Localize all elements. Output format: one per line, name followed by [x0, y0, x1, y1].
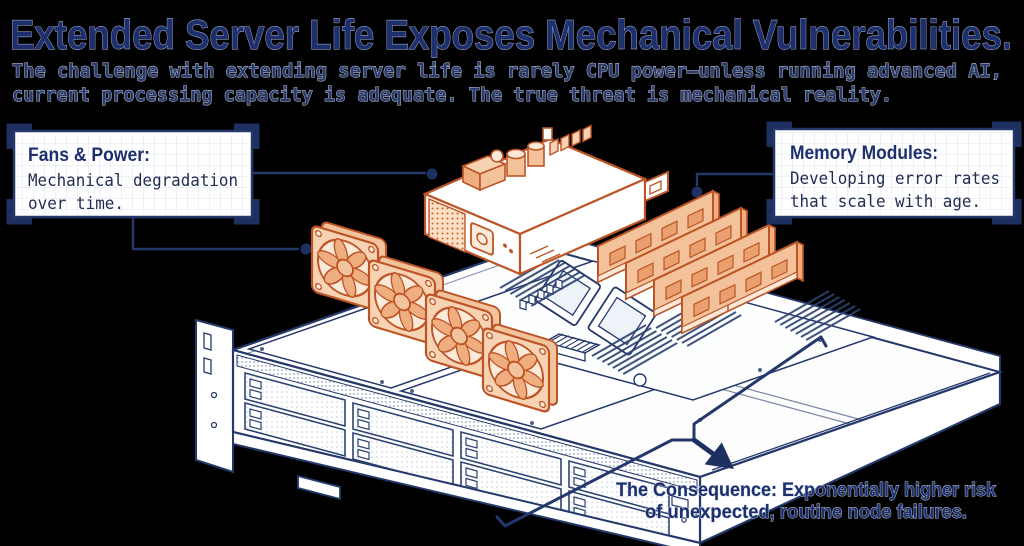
drive-bays	[244, 371, 670, 546]
corner-brackets	[6, 123, 260, 225]
psu-coil	[490, 149, 504, 163]
headline: Extended Server Life Exposes Mechanical …	[10, 11, 1012, 58]
psu-terminal-blocks	[549, 124, 592, 157]
callout-memory: Memory Modules: Developing error rates t…	[766, 121, 1022, 225]
callout-fans-title: Fans & Power:	[28, 145, 150, 166]
vrm-modules	[519, 278, 563, 311]
psu-power-socket	[470, 222, 513, 256]
psu-flange	[644, 170, 669, 203]
connector-dot-power	[426, 168, 438, 180]
motherboard	[410, 255, 876, 422]
callout-fans-body2: over time.	[28, 194, 124, 214]
subheadline-line2: current processing capacity is adequate.…	[12, 84, 892, 106]
callout-memory-title: Memory Modules:	[790, 143, 938, 164]
psu-transformer	[460, 155, 508, 192]
cmos-battery	[633, 373, 647, 387]
connector-dot-fans	[300, 243, 312, 255]
consequence-line1: The Consequence: Exponentially higher ri…	[616, 480, 996, 501]
subheadline-line1: The challenge with extending server life…	[12, 60, 1002, 82]
power-supply-highlight	[422, 124, 669, 276]
rack-ear	[195, 318, 234, 474]
callout-connector-fans	[131, 217, 299, 251]
consequence-line2: of unexpected, routine node failures.	[645, 502, 967, 523]
psu-honeycomb-vent	[428, 197, 466, 254]
front-vent-strip	[236, 354, 698, 492]
chassis-foot	[297, 474, 341, 501]
psu-capacitors	[506, 141, 545, 177]
callout-memory-body1: Developing error rates	[790, 169, 1000, 189]
callout-fans-body1: Mechanical degradation	[28, 171, 238, 191]
callout-connector-memory	[695, 172, 775, 186]
callout-fans-power: Fans & Power: Mechanical degradation ove…	[6, 123, 260, 225]
front-io-panel	[671, 495, 697, 523]
corner-brackets	[766, 121, 1022, 225]
connector-dot-memory	[691, 186, 703, 198]
callout-memory-body2: that scale with age.	[790, 192, 981, 212]
consequence-arrow	[691, 437, 734, 469]
